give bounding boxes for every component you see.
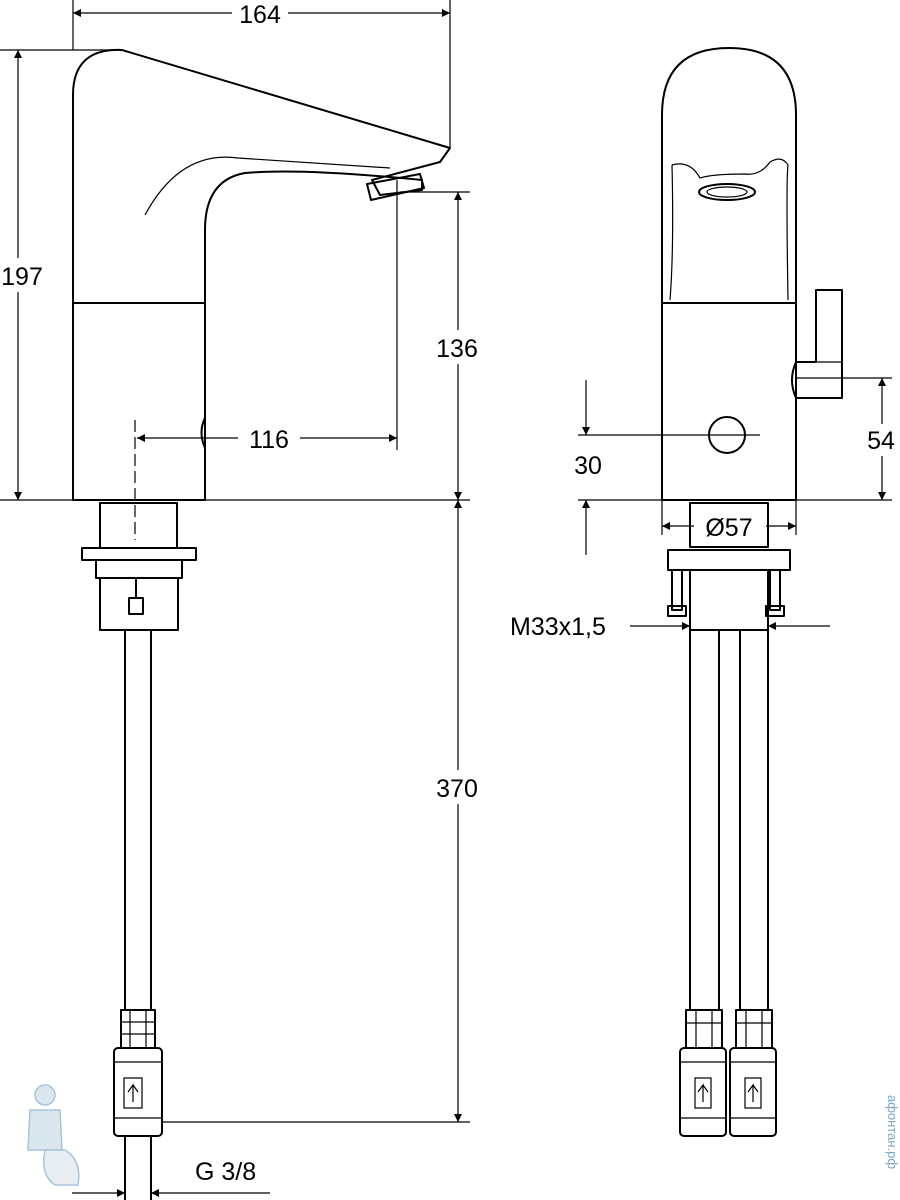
label-bg-116 — [238, 422, 300, 452]
label-bg-164 — [232, 0, 288, 26]
front-nut-1 — [679, 1047, 727, 1137]
dim-lever-height: 54 — [867, 427, 895, 455]
lever — [791, 289, 843, 399]
logo-head — [34, 1084, 56, 1106]
label-bg-136 — [425, 330, 487, 364]
dim-reach: 116 — [249, 426, 289, 454]
logo-toilet — [43, 1149, 80, 1186]
watermark-logo — [27, 1084, 80, 1186]
mounting-shank — [99, 502, 178, 549]
front-view-body — [661, 47, 797, 501]
front-flow-arrow-1-icon — [697, 1083, 709, 1102]
side-view — [72, 48, 451, 1200]
dim-connection: G 3/8 — [195, 1158, 256, 1186]
watermark-text: афонтан.рф — [885, 1095, 900, 1169]
front-threaded-tube — [689, 569, 769, 631]
hose-crimp — [120, 1009, 156, 1049]
dim-hose-length: 370 — [436, 775, 478, 803]
front-flow-box-1 — [694, 1077, 712, 1109]
label-bg-57 — [694, 512, 766, 540]
side-view-dimensions: 164 197 136 116 370 G 3/8 — [0, 0, 487, 1197]
front-aerator — [698, 183, 756, 201]
sensor-window — [200, 417, 206, 449]
front-view — [661, 47, 843, 1137]
mounting-nut — [95, 559, 183, 579]
dim-base-diameter: Ø57 — [705, 514, 752, 542]
connection-nut — [113, 1047, 163, 1137]
label-bg-54 — [862, 424, 900, 456]
front-spout-curve — [671, 158, 789, 301]
dim-width-total: 164 — [239, 1, 281, 29]
front-spout-left — [669, 164, 674, 301]
mounting-flange — [81, 547, 197, 561]
front-flow-box-2 — [744, 1077, 762, 1109]
front-view-dimensions: 30 54 Ø57 M33x1,5 — [510, 377, 900, 641]
flow-arrow-icon — [127, 1083, 139, 1102]
front-flange — [667, 549, 791, 571]
dim-thread: M33x1,5 — [510, 613, 606, 641]
front-nut-2 — [729, 1047, 777, 1137]
front-crimp-1 — [685, 1009, 723, 1049]
mounting-lower — [99, 577, 179, 631]
label-bg-370 — [425, 770, 487, 804]
front-stud-nut-left — [667, 605, 687, 617]
spout-inner-curve — [144, 156, 391, 216]
dim-height-total: 197 — [1, 263, 43, 291]
side-view-body — [72, 48, 451, 501]
front-stud-left — [671, 569, 683, 611]
aerator — [366, 173, 425, 201]
logo-body — [27, 1109, 63, 1151]
front-stud-right — [769, 569, 781, 611]
front-aerator-inner — [706, 186, 748, 198]
label-bg-197 — [0, 258, 46, 292]
dim-outlet-height: 136 — [436, 335, 478, 363]
front-flow-arrow-2-icon — [747, 1083, 759, 1102]
flow-arrow-box — [123, 1077, 143, 1109]
fixing-screw — [128, 597, 144, 615]
dim-sensor-height: 30 — [574, 452, 602, 480]
front-stud-nut-right — [765, 605, 785, 617]
front-crimp-2 — [735, 1009, 773, 1049]
